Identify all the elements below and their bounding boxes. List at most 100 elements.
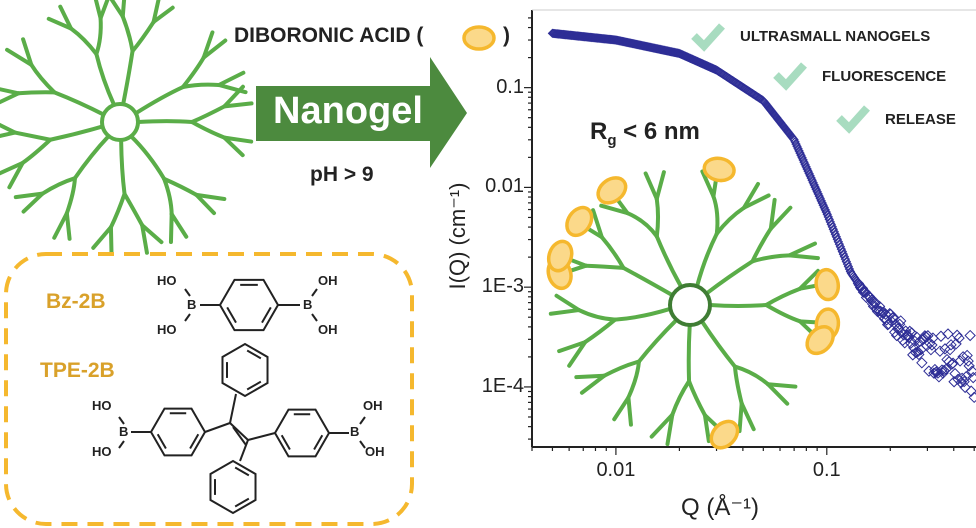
x-axis-label: Q (Å⁻¹) — [681, 494, 759, 521]
data-point — [894, 315, 907, 327]
data-point — [795, 148, 805, 158]
data-point — [945, 339, 957, 351]
polymer-branch — [626, 395, 633, 427]
bond — [359, 416, 366, 425]
benzene-ring — [218, 278, 280, 332]
polymer-branch — [714, 205, 746, 236]
polymer-branch — [613, 306, 673, 322]
data-point — [953, 332, 965, 344]
data-point — [905, 337, 917, 349]
rg-subscript: g — [607, 131, 617, 149]
polymer-branch — [162, 176, 199, 197]
double-bond — [226, 306, 237, 324]
polymer-branch — [0, 87, 21, 96]
polymer-branch — [46, 16, 73, 31]
data-point — [886, 312, 899, 324]
diboronic-acid-crosslinker — [702, 156, 736, 183]
polymer-branch — [699, 319, 737, 369]
polymer-branch — [58, 4, 73, 31]
polymer-branch — [764, 303, 803, 324]
data-point — [810, 182, 820, 192]
bz-ho-bottom: HO — [157, 322, 177, 337]
diboronic-acid-crosslinker — [805, 325, 835, 356]
data-point — [807, 175, 817, 186]
data-point — [831, 232, 841, 242]
data-point — [825, 217, 835, 227]
polymer-branch — [72, 134, 111, 181]
data-point — [842, 259, 853, 269]
dendrimer-core — [668, 283, 712, 327]
data-point — [955, 376, 967, 389]
data-point — [837, 246, 848, 257]
data-point — [939, 343, 951, 355]
data-point — [819, 202, 829, 213]
bond — [204, 422, 231, 433]
diboronic-acid-crosslinker — [814, 267, 841, 302]
data-point — [963, 360, 975, 372]
polymer-branch — [574, 373, 607, 380]
polymer-branch — [704, 259, 755, 296]
polymer-branch — [29, 62, 57, 95]
polymer-branch — [201, 30, 215, 60]
polymer-branch — [222, 135, 254, 144]
data-point — [790, 137, 800, 147]
polymer-branch — [21, 37, 34, 67]
polymer-branch — [665, 412, 675, 447]
polymer-branch — [91, 225, 113, 250]
y-tick-label: 0.01 — [485, 175, 524, 198]
data-point — [830, 229, 840, 239]
data-point — [805, 171, 815, 181]
data-point — [926, 339, 938, 351]
data-point — [833, 236, 844, 247]
data-point — [793, 143, 803, 154]
data-point — [829, 227, 839, 237]
polymer-branch — [670, 379, 692, 417]
bz-oh-bottom: OH — [318, 322, 338, 337]
polymer-branch — [52, 90, 106, 117]
double-bond — [246, 380, 262, 391]
bond — [247, 432, 276, 441]
data-point — [814, 191, 824, 201]
bond — [184, 288, 191, 297]
polymer-branch — [750, 226, 773, 264]
phenyl-ring — [149, 407, 207, 457]
polymer-branch — [686, 322, 692, 384]
polymer-branch — [739, 401, 756, 432]
bond — [311, 288, 318, 297]
polymer-branch — [654, 234, 684, 289]
feature-release: RELEASE — [885, 111, 956, 128]
polymer-branch — [711, 194, 720, 236]
polymer-branch — [180, 55, 206, 90]
polymer-branch — [222, 101, 254, 109]
data-point — [802, 164, 812, 174]
polymer-branch — [599, 203, 630, 216]
data-point — [893, 318, 906, 330]
data-point — [806, 173, 816, 183]
data-point — [923, 365, 935, 377]
polymer-branch — [121, 49, 135, 107]
double-bond — [261, 306, 272, 324]
data-point — [823, 212, 833, 222]
check-icon — [773, 62, 807, 91]
bond — [184, 313, 191, 322]
polymer-branch — [554, 293, 581, 313]
polymer-branch — [151, 5, 175, 24]
polymer-branch — [591, 208, 604, 240]
molecule-box — [4, 252, 414, 526]
polymer-branch — [579, 373, 607, 395]
polymer-branch — [222, 135, 245, 158]
polymer-branch — [768, 205, 793, 231]
data-point — [796, 150, 806, 161]
double-bond — [189, 433, 200, 449]
polymer-branch — [94, 51, 117, 107]
y-tick-label: 0.1 — [496, 75, 524, 98]
bz-2b-label: Bz-2B — [46, 290, 106, 313]
polymer-branch — [583, 263, 626, 270]
polymer-branch — [548, 308, 581, 316]
dendrimer-precursor — [0, 0, 254, 255]
phenyl-ring — [273, 408, 331, 458]
tpe-ho-bottom: HO — [92, 444, 112, 459]
data-point — [965, 385, 976, 397]
data-point — [798, 155, 808, 165]
